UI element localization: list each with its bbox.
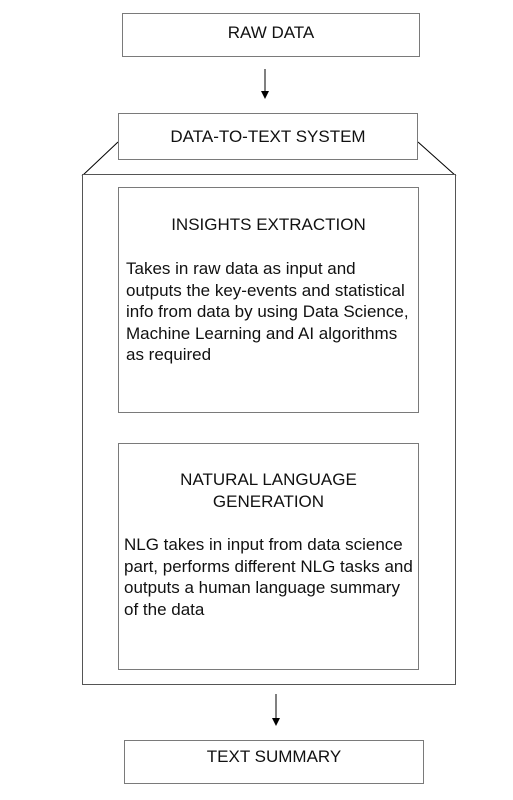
summary-label: TEXT SUMMARY [206, 747, 342, 766]
insights-extraction-box: INSIGHTS EXTRACTION Takes in raw data as… [118, 187, 419, 413]
system-label: DATA-TO-TEXT SYSTEM [170, 127, 366, 146]
raw-data-label: RAW DATA [227, 23, 315, 42]
text-summary-box: TEXT SUMMARY [124, 740, 424, 784]
nlg-label: NATURAL LANGUAGE GENERATION [180, 470, 357, 511]
data-to-text-system-box: DATA-TO-TEXT SYSTEM [118, 113, 418, 160]
natural-language-generation-box: NATURAL LANGUAGE GENERATION NLG takes in… [118, 443, 419, 670]
insights-description: Takes in raw data as input and outputs t… [126, 259, 409, 364]
insights-label: INSIGHTS EXTRACTION [171, 215, 366, 234]
nlg-description: NLG takes in input from data science par… [124, 535, 413, 619]
expand-line-left [81, 141, 119, 177]
raw-data-box: RAW DATA [122, 13, 420, 57]
expand-line-right [417, 141, 457, 177]
